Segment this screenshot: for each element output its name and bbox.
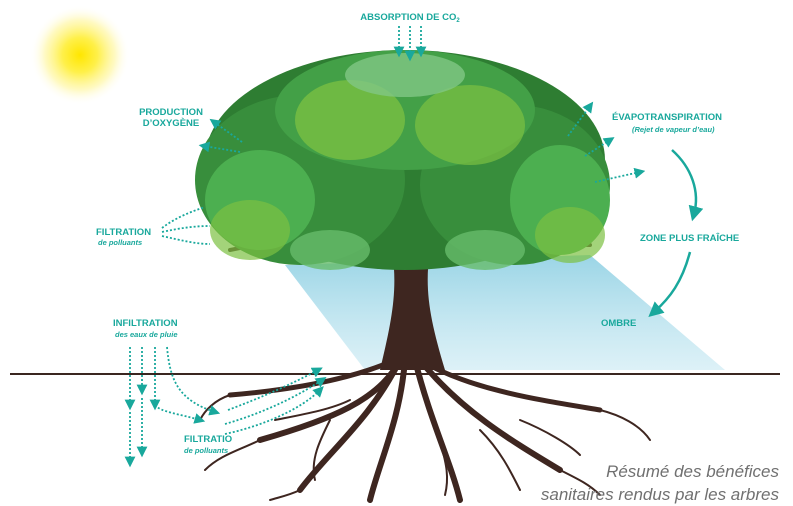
infiltration-sublabel: des eaux de pluie <box>115 330 178 339</box>
oxygen-production-line2: D’OXYGÈNE <box>128 118 214 129</box>
oxygen-production-line1: PRODUCTION <box>128 107 214 118</box>
caption: Résumé des bénéfices sanitaires rendus p… <box>541 460 779 506</box>
cycle-arrow-to-shade <box>654 252 690 312</box>
shade-label: OMBRE <box>601 318 636 329</box>
co2-absorption-text: ABSORPTION DE CO <box>360 12 456 23</box>
filtration-top-label: FILTRATION <box>96 227 151 238</box>
tree-canopy <box>195 50 610 270</box>
evapotranspiration-sublabel: (Rejet de vapeur d’eau) <box>632 125 715 134</box>
filtration-top-arrows <box>162 207 210 244</box>
shade-area <box>285 255 725 370</box>
cycle-arrow-to-cool-zone <box>672 150 696 214</box>
caption-line1: Résumé des bénéfices <box>541 460 779 483</box>
sun-icon <box>30 5 130 105</box>
filtration-bottom-sublabel: de polluants <box>184 446 228 455</box>
oxygen-production-label: PRODUCTION D’OXYGÈNE <box>128 107 214 129</box>
caption-line2: sanitaires rendus par les arbres <box>541 483 779 506</box>
filtration-top-sublabel: de polluants <box>98 238 142 247</box>
evapotranspiration-label: ÉVAPOTRANSPIRATION <box>612 112 722 123</box>
filtration-bottom-label: FILTRATIO <box>184 434 232 445</box>
co2-subscript: 2 <box>456 18 459 24</box>
co2-absorption-label: ABSORPTION DE CO2 <box>340 12 480 27</box>
infiltration-label: INFILTRATION <box>113 318 178 329</box>
cool-zone-label: ZONE PLUS FRAÎCHE <box>640 233 739 244</box>
